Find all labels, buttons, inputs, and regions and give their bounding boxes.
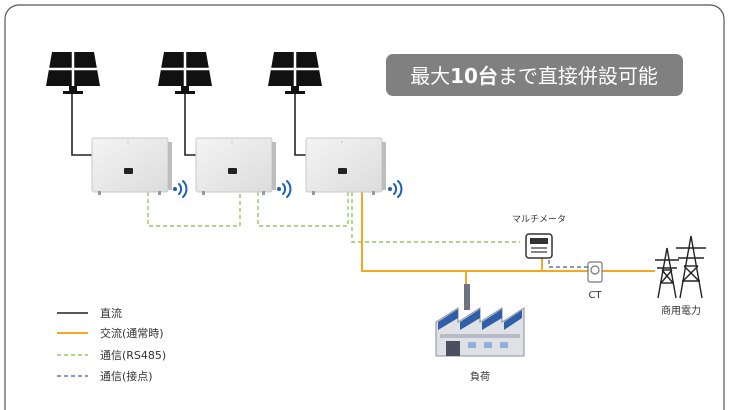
power-tower-icon: [655, 235, 706, 299]
dc-wiring: [71, 94, 306, 156]
wifi-icons: [173, 180, 403, 198]
inverters: [91, 137, 386, 195]
legend-label: 通信(RS485): [100, 349, 166, 362]
meter-label: マルチメータ: [512, 214, 566, 225]
solar-panel-icon: [46, 52, 100, 94]
wifi-signal-icon: [173, 180, 188, 198]
legend-item-ac: 交流(通常時): [57, 326, 164, 340]
legend-item-contact: 通信(接点): [57, 370, 153, 383]
capacity-badge: 最大10台まで直接併設可能: [386, 54, 683, 96]
load-label: 負荷: [470, 371, 490, 383]
grid-label: 商用電力: [661, 304, 701, 317]
legend-label: 直流: [100, 306, 122, 320]
legend-label: 通信(接点): [100, 370, 153, 383]
legend-item-rs485: 通信(RS485): [57, 349, 166, 362]
badge-suffix: まで直接併設可能: [498, 64, 658, 88]
legend-item-dc: 直流: [57, 306, 122, 320]
contact-wiring: [548, 260, 596, 268]
multi-meter-icon: [525, 233, 553, 259]
solar-panels: [46, 52, 322, 94]
legend: 直流 交流(通常時) 通信(RS485) 通信(接点): [57, 306, 166, 383]
legend-label: 交流(通常時): [100, 326, 164, 340]
wifi-signal-icon: [388, 180, 403, 198]
inverter-icon: [195, 137, 276, 195]
svg-text:最大10台まで直接併設可能: 最大10台まで直接併設可能: [410, 64, 658, 88]
badge-emphasis: 10台: [450, 64, 498, 88]
rs485-wiring: [147, 192, 520, 243]
solar-panel-icon: [268, 52, 322, 94]
wifi-signal-icon: [277, 180, 292, 198]
solar-panel-icon: [158, 52, 212, 94]
inverter-icon: [305, 137, 386, 195]
badge-prefix: 最大: [410, 64, 450, 88]
ct-label: CT: [588, 290, 602, 301]
current-transformer-icon: [587, 261, 603, 283]
factory-icon: [435, 284, 525, 357]
inverter-icon: [91, 137, 172, 195]
